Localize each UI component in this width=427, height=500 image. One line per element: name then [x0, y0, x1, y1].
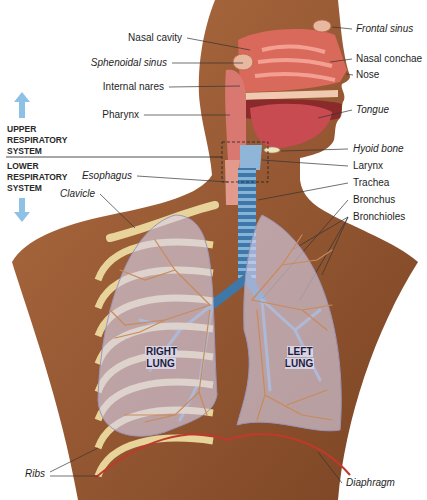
leader-line: [50, 476, 98, 477]
leader-lines: [50, 27, 353, 483]
divider-line: [6, 157, 222, 158]
lung-shape: [98, 215, 217, 436]
part-label: Nose: [355, 69, 380, 81]
part-label: Hyoid bone: [352, 143, 405, 155]
lung-name: RIGHT LUNG: [145, 346, 177, 369]
leader-line: [318, 452, 342, 483]
leader-line: [332, 27, 352, 29]
part-label: Clavicle: [59, 188, 96, 200]
bronchioles: [110, 240, 210, 422]
part-label: Ribs: [24, 468, 46, 480]
part-label: Pharynx: [101, 109, 140, 121]
rib: [98, 438, 213, 476]
leader-line: [144, 115, 230, 116]
down-arrow: [14, 198, 30, 222]
nasal-concha: [262, 46, 325, 52]
leader-line: [169, 86, 240, 87]
leader-line: [187, 38, 250, 50]
part-label: Bronchus: [352, 194, 396, 206]
leader-line: [50, 448, 98, 472]
nasal-cavity: [238, 29, 347, 92]
lung-text-box: RIGHT LUNG: [133, 346, 189, 370]
region-label: UPPER RESPIRATORY SYSTEM: [6, 124, 80, 157]
leader-line: [322, 217, 348, 275]
up-arrow: [14, 92, 30, 118]
part-label: Larynx: [352, 160, 384, 172]
part-label: Internal nares: [102, 81, 165, 93]
part-label: Nasal cavity: [127, 32, 183, 44]
lung-name: LEFT LUNG: [285, 346, 314, 369]
leader-line: [318, 110, 352, 118]
lung: RIGHT LUNG: [95, 210, 220, 450]
lung: LEFT LUNG: [232, 210, 344, 445]
bronchioles: [252, 235, 332, 420]
lung-shape: [237, 215, 341, 431]
leader-line: [258, 183, 348, 200]
part-label: Tongue: [355, 104, 390, 116]
hard-palate: [240, 90, 338, 100]
leader-line: [281, 149, 348, 151]
lung-outline: [232, 210, 344, 445]
leader-line: [346, 74, 353, 75]
leader-line: [262, 160, 348, 166]
part-label: Nasal conchae: [355, 53, 423, 65]
lung-outline: [95, 210, 220, 450]
leader-line: [330, 59, 352, 62]
sphenoidal-sinus: [233, 54, 253, 70]
leader-line: [137, 176, 228, 182]
larynx: [240, 145, 262, 170]
tongue: [250, 104, 332, 149]
part-label: Trachea: [352, 177, 390, 189]
part-label: Diaphragm: [345, 477, 396, 489]
lung-text-box: LEFT LUNG: [272, 346, 327, 370]
diaphragm: [95, 434, 350, 478]
leader-line: [100, 194, 135, 228]
leader-line: [172, 63, 243, 64]
nasal-concha: [255, 74, 335, 80]
dashed-bracket: [222, 142, 268, 182]
leader-line: [292, 217, 348, 250]
part-label: Esophagus: [81, 170, 133, 182]
part-label: Frontal sinus: [355, 23, 414, 35]
part-label: Sphenoidal sinus: [90, 57, 168, 69]
nasal-concha: [258, 60, 332, 66]
part-label: Bronchioles: [352, 211, 406, 223]
hyoid-bone: [264, 147, 280, 153]
frontal-sinus: [313, 20, 331, 32]
esophagus: [225, 160, 240, 205]
body-silhouette: [12, 0, 418, 500]
